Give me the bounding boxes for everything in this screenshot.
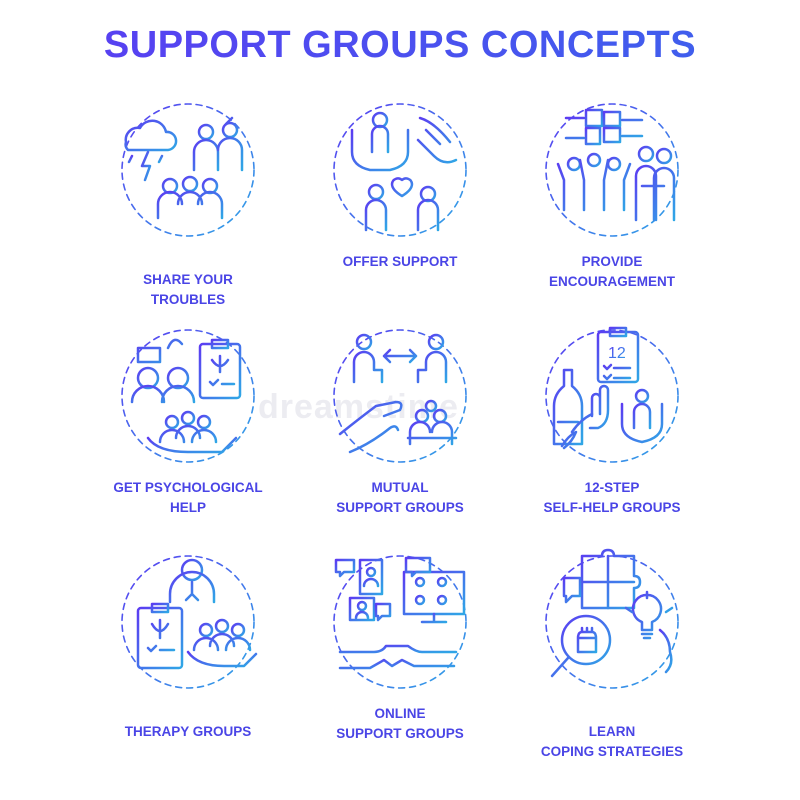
twelve-step-checklist-icon: 12 [545, 326, 679, 463]
concept-offer-support: OFFER SUPPORT [294, 100, 506, 326]
page-title: SUPPORT GROUPS CONCEPTS [0, 24, 800, 67]
concept-learn-coping-strategies: LEARN COPING STRATEGIES [506, 548, 718, 778]
concept-label: MUTUAL SUPPORT GROUPS [336, 480, 464, 515]
concept-online-support-groups: ONLINE SUPPORT GROUPS [294, 552, 506, 778]
concept-label: THERAPY GROUPS [124, 724, 252, 739]
video-chat-icon [333, 555, 467, 689]
concept-get-psychological-help: GET PSYCHOLOGICAL HELP [82, 326, 294, 552]
storm-cloud-people-icon [121, 103, 255, 237]
concept-therapy-groups: THERAPY GROUPS [82, 552, 294, 778]
concept-mutual-support-groups: MUTUAL SUPPORT GROUPS [294, 326, 506, 552]
concept-label: PROVIDE ENCOURAGEMENT [548, 254, 675, 289]
concept-label: GET PSYCHOLOGICAL HELP [113, 480, 263, 515]
svg-text:12: 12 [608, 345, 626, 362]
concept-label: LEARN COPING STRATEGIES [540, 724, 684, 759]
helping-hands-icon [333, 103, 467, 237]
therapist-group-icon [121, 555, 258, 689]
concept-share-your-troubles: SHARE YOUR TROUBLES [82, 100, 294, 326]
concept-label: OFFER SUPPORT [342, 254, 458, 269]
concept-label: 12-STEP SELF-HELP GROUPS [543, 480, 681, 515]
concept-12-step-self-help-groups: 12 12-STEP SELF-HELP GROUPS [506, 326, 718, 552]
concept-label: SHARE YOUR TROUBLES [143, 272, 233, 307]
concept-provide-encouragement: PROVIDE ENCOURAGEMENT [506, 100, 718, 326]
concept-grid: SHARE YOUR TROUBLES OFFER SUPPORT PROVID… [82, 100, 718, 780]
psychologist-clipboard-icon [121, 329, 255, 463]
stacked-hands-team-icon [545, 103, 679, 237]
concept-label: ONLINE SUPPORT GROUPS [336, 706, 464, 741]
mutual-exchange-icon [333, 329, 467, 463]
puzzle-fist-bulb-icon [545, 548, 679, 689]
